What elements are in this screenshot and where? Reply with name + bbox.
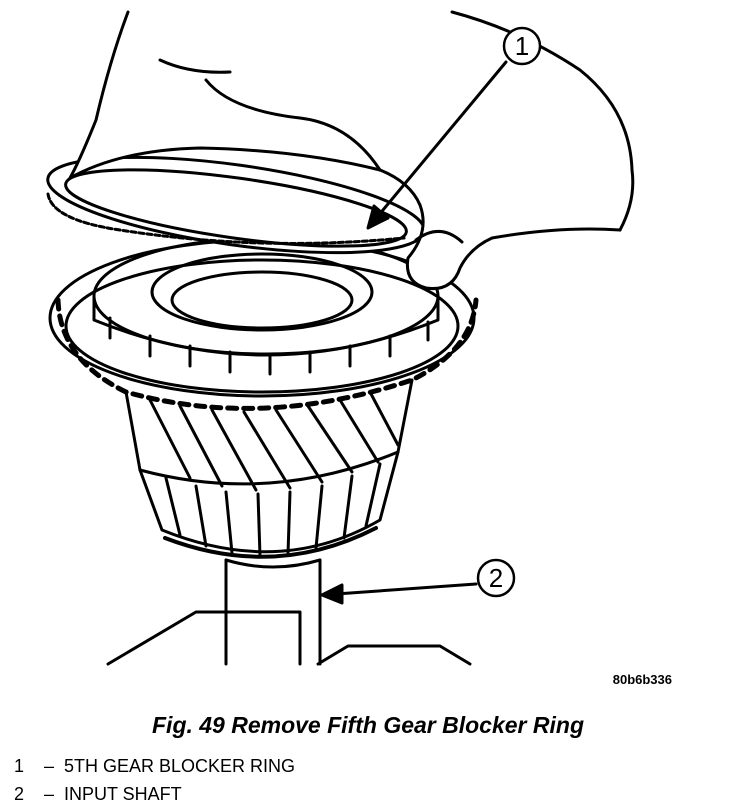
legend-number: 1 bbox=[14, 756, 25, 776]
input-shaft bbox=[224, 558, 322, 666]
legend-dash: – bbox=[43, 784, 54, 804]
bearing-cone bbox=[138, 450, 400, 559]
callout-1-circle bbox=[502, 26, 542, 66]
figure-caption: Fig. 49 Remove Fifth Gear Blocker Ring bbox=[152, 712, 584, 738]
legend-number: 2 bbox=[14, 784, 25, 804]
callout-2-circle bbox=[476, 558, 516, 598]
legend-label: INPUT SHAFT bbox=[64, 784, 182, 804]
helical-gear bbox=[124, 378, 414, 492]
image-code: 80b6b336 bbox=[613, 672, 672, 687]
callout-1-number: 1 bbox=[515, 31, 529, 61]
hand bbox=[68, 10, 635, 291]
base-plate bbox=[106, 610, 472, 666]
blocker-ring-illustration: 1 2 80b6b336 bbox=[46, 10, 672, 687]
legend-label: 5TH GEAR BLOCKER RING bbox=[64, 756, 296, 776]
callout-2-number: 2 bbox=[489, 563, 503, 593]
legend-item-1: 1–5TH GEAR BLOCKER RING bbox=[14, 756, 295, 777]
callout-1-arrow bbox=[366, 60, 508, 230]
callout-2-arrow bbox=[320, 582, 478, 605]
legend-dash: – bbox=[43, 756, 54, 776]
synchro-cone bbox=[92, 236, 440, 376]
legend-item-2: 2–INPUT SHAFT bbox=[14, 784, 182, 805]
